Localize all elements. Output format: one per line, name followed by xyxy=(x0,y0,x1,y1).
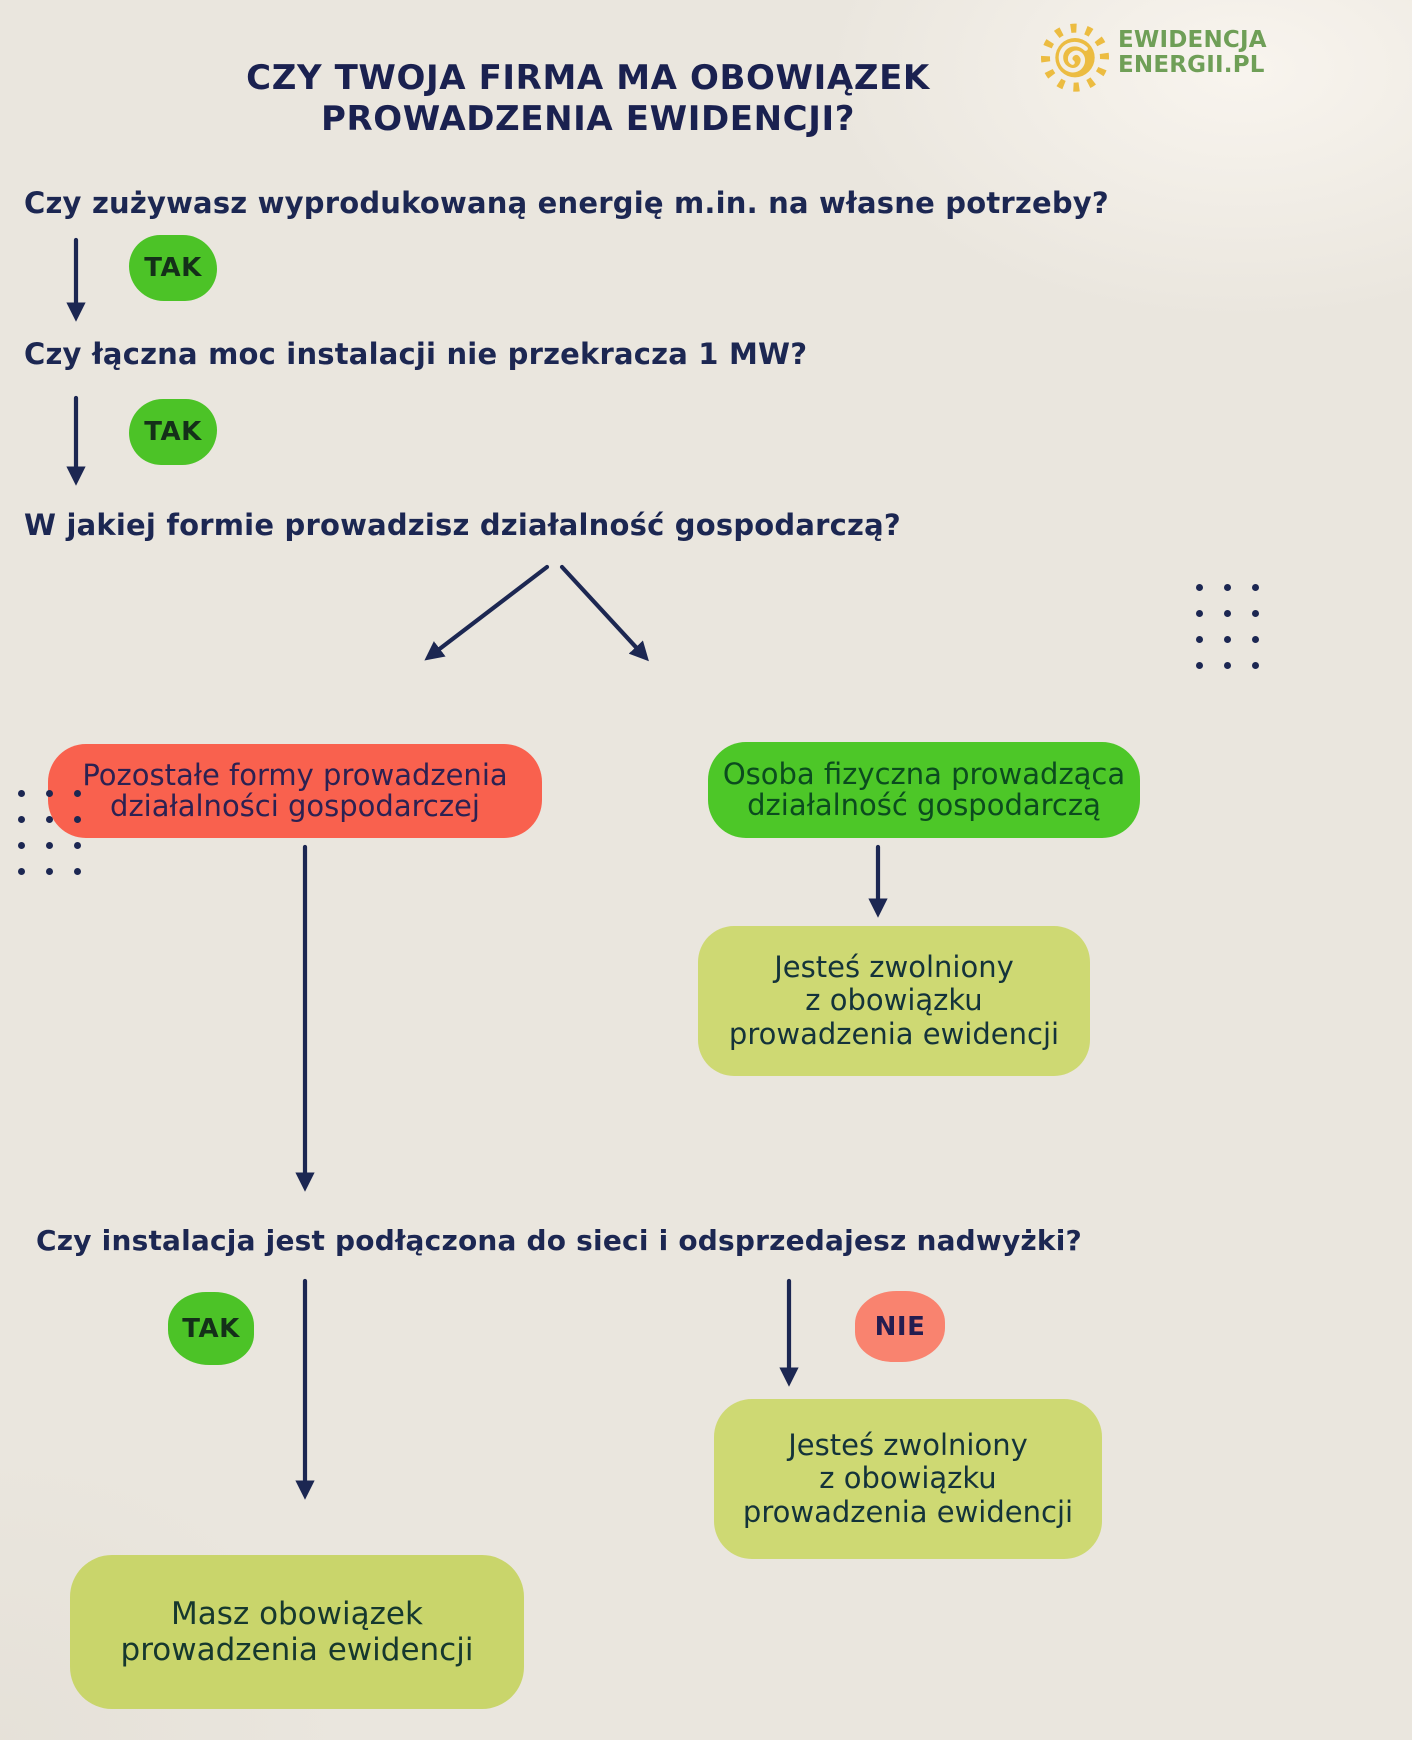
tak-badge-1: TAK xyxy=(129,235,217,301)
arrow-branch-right xyxy=(559,564,649,662)
question-business-form: W jakiej formie prowadzisz działalność g… xyxy=(24,508,901,542)
dots-decoration-right xyxy=(1196,584,1259,669)
node-obligation: Masz obowiązek prowadzenia ewidencji xyxy=(70,1555,524,1709)
node-other-business-forms: Pozostałe formy prowadzenia działalności… xyxy=(48,744,542,838)
question-power-limit: Czy łączna moc instalacji nie przekracza… xyxy=(24,337,808,371)
page-title: CZY TWOJA FIRMA MA OBOWIĄZEK PROWADZENIA… xyxy=(246,58,930,140)
dots-decoration-left xyxy=(18,790,81,875)
question-own-use: Czy zużywasz wyprodukowaną energię m.in.… xyxy=(24,186,1109,220)
logo-wordmark: EWIDENCJA ENERGII.PL xyxy=(1118,27,1267,79)
nie-badge: NIE xyxy=(855,1291,945,1362)
node-exempt-top: Jesteś zwolniony z obowiązku prowadzenia… xyxy=(698,926,1090,1076)
node-exempt-bottom: Jesteś zwolniony z obowiązku prowadzenia… xyxy=(714,1399,1102,1559)
sun-icon xyxy=(1040,23,1110,92)
node-natural-person: Osoba fizyczna prowadząca działalność go… xyxy=(708,742,1140,838)
tak-badge-3: TAK xyxy=(168,1292,254,1365)
question-grid-connected: Czy instalacja jest podłączona do sieci … xyxy=(36,1224,1082,1257)
tak-badge-2: TAK xyxy=(129,399,217,465)
arrow-branch-left xyxy=(424,564,550,661)
